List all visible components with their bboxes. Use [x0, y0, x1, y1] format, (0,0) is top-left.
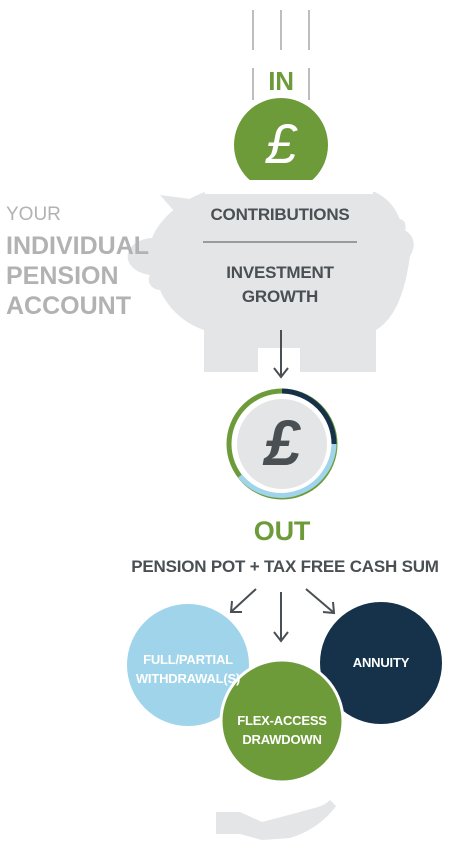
account-line3: PENSION [6, 262, 119, 290]
piggy-bank-icon [127, 192, 414, 372]
contributions-label: CONTRIBUTIONS [210, 205, 350, 224]
out-label: OUT [253, 516, 311, 546]
drawdown-circle [219, 658, 345, 784]
account-line2: INDIVIDUAL [6, 232, 150, 260]
pound-coin-out [226, 388, 338, 500]
arrow-down-icon [273, 330, 289, 379]
investment-growth-label: INVESTMENT GROWTH [200, 261, 360, 309]
drawdown-line1: FLEX-ACCESS [237, 713, 327, 728]
account-line1: YOUR [6, 204, 61, 225]
pension-pot-label: PENSION POT + TAX FREE CASH SUM [131, 557, 439, 576]
drawdown-line2: DRAWDOWN [242, 732, 322, 747]
in-label: IN [268, 66, 294, 96]
annuity-label: ANNUITY [352, 655, 410, 670]
account-line4: ACCOUNT [6, 292, 131, 320]
investment-line1: INVESTMENT [226, 263, 334, 282]
pound-coin-in [225, 98, 337, 194]
withdrawal-circle [127, 604, 249, 726]
withdrawal-line1: FULL/PARTIAL [143, 652, 233, 667]
investment-line2: GROWTH [241, 287, 319, 306]
pound-symbol-out: £ [264, 407, 300, 479]
coin-motion-lines [252, 10, 310, 100]
pound-symbol-in: £ [265, 112, 297, 175]
branch-arrows [229, 588, 336, 643]
drawdown-label: FLEX-ACCESS DRAWDOWN [222, 711, 342, 749]
withdrawal-line2: WITHDRAWAL(S) [135, 671, 241, 686]
account-label: YOUR INDIVIDUAL PENSION ACCOUNT [6, 200, 149, 321]
withdrawal-label: FULL/PARTIAL WITHDRAWAL(S) [128, 650, 248, 688]
annuity-circle [320, 602, 442, 724]
hand-icon [216, 800, 336, 840]
